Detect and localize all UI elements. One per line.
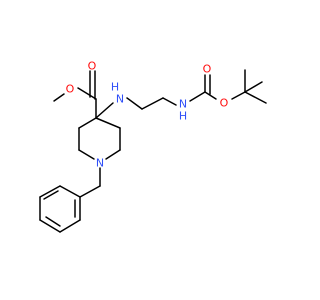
bond-tbu-me-2 — [244, 91, 267, 104]
bond-tbu-me-3 — [244, 81, 263, 93]
bond-carbamate-nh-c — [189, 91, 206, 102]
bond-ch2-ipso — [79, 185, 101, 198]
bond-ph-4 — [39, 219, 61, 233]
bond-o-carbonyl-c — [77, 87, 97, 100]
bond-ph-2 — [39, 185, 61, 198]
carbamate-hydrogen: H — [179, 110, 187, 123]
bond-methyl-o — [53, 93, 65, 102]
bond-ring-6 — [95, 117, 121, 129]
bond-ph-double-a — [43, 190, 59, 200]
bond-ph-5 — [59, 219, 81, 233]
bond-ph-1 — [59, 185, 81, 198]
atom-labels: O O N H N N H O O — [66, 60, 229, 170]
bond-ph-double-b — [45, 216, 61, 227]
ester-single-oxygen: O — [66, 83, 75, 96]
bond-o-tbu — [231, 91, 246, 100]
amine-hydrogen: H — [111, 81, 119, 94]
bond-ring-4 — [105, 149, 121, 160]
bond-nh-ch2 — [126, 97, 143, 110]
carbamate-nitrogen: N — [179, 98, 187, 111]
bond-carbamate-c-o — [204, 91, 217, 100]
bond-ch2-ch2 — [141, 97, 164, 110]
piperidine-nitrogen: N — [96, 157, 104, 170]
carbamate-carbonyl-oxygen: O — [203, 63, 212, 76]
bond-quat-nh — [95, 102, 114, 119]
bond-ring-1 — [78, 117, 97, 129]
molecule-diagram: O O N H N N H O O — [39, 59, 267, 233]
structure-svg: O O N H N N H O O — [39, 60, 267, 233]
ester-carbonyl-oxygen: O — [88, 60, 97, 73]
carbamate-ester-oxygen: O — [220, 97, 229, 110]
amine-nitrogen: N — [116, 93, 124, 106]
bond-ch2-carbamate-nh — [162, 97, 177, 106]
bond-group — [39, 69, 267, 233]
bond-ring-3 — [78, 149, 95, 160]
